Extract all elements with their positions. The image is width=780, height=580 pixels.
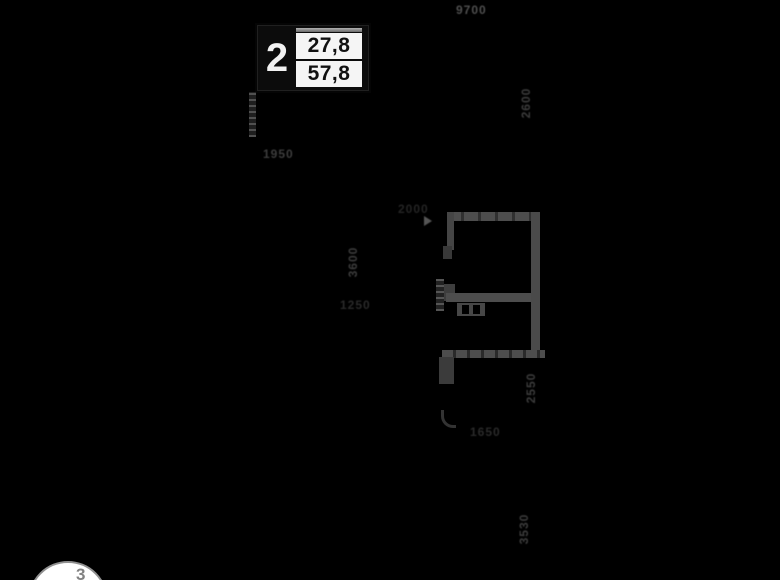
shaft-hole bbox=[473, 305, 480, 314]
dimension-label-left-horizontal: 1250 bbox=[340, 298, 371, 312]
window-left-mid bbox=[436, 279, 444, 311]
total-area-value: 57,8 bbox=[296, 61, 362, 87]
apartment-info-card: 2 27,8 57,8 bbox=[257, 25, 369, 91]
wall-top bbox=[447, 212, 540, 221]
dimension-label-upper-left: 1950 bbox=[263, 147, 294, 161]
floor-badge: 3 bbox=[28, 561, 108, 580]
wall-block-mid bbox=[444, 284, 455, 301]
wall-bottom-window bbox=[442, 350, 545, 358]
floor-number: 3 bbox=[76, 565, 86, 580]
living-area-value: 27,8 bbox=[296, 33, 362, 59]
wall-right bbox=[531, 212, 540, 358]
wall-middle-divider bbox=[446, 293, 531, 302]
dimension-label-right-bottom-vertical: 3530 bbox=[517, 513, 531, 545]
card-top-strip bbox=[296, 28, 362, 32]
rooms-count: 2 bbox=[265, 36, 289, 80]
dimension-label-top: 9700 bbox=[456, 3, 487, 17]
window-upper-left bbox=[249, 92, 256, 137]
wall-block-upper bbox=[443, 246, 452, 259]
dimension-label-plan-top-left: 2000 bbox=[398, 202, 429, 216]
dimension-label-right-mid-vertical: 2550 bbox=[524, 372, 538, 404]
entry-arrow-icon bbox=[424, 216, 432, 226]
wall-left-upper bbox=[447, 212, 454, 250]
dimension-label-left-vertical: 3600 bbox=[346, 246, 360, 278]
dimension-label-bottom: 1650 bbox=[470, 425, 501, 439]
wall-lower-left bbox=[439, 357, 454, 384]
dimension-label-right-top-vertical: 2600 bbox=[519, 87, 533, 119]
area-column: 27,8 57,8 bbox=[296, 28, 362, 87]
shaft-block bbox=[457, 303, 485, 316]
shaft-hole bbox=[462, 305, 469, 314]
door-swing-arc bbox=[441, 410, 456, 428]
